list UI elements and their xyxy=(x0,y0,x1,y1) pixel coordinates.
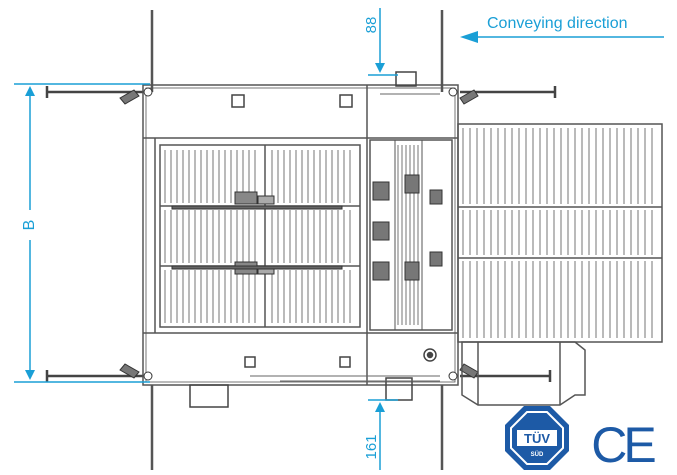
corner-clamps xyxy=(119,87,479,381)
dimension-b-label: B xyxy=(21,220,38,231)
discharge-conveyor xyxy=(457,123,663,343)
main-frame xyxy=(142,84,459,386)
rail-details xyxy=(250,87,440,382)
left-carriages xyxy=(171,191,343,275)
tuv-mark-text: TÜV xyxy=(524,431,550,446)
beam-fixtures xyxy=(189,71,437,408)
drive-motor xyxy=(461,341,586,406)
dimension-88-label: 88 xyxy=(363,17,380,34)
dimension-161 xyxy=(368,399,398,470)
tuv-sud-mark: TÜV SÜD xyxy=(505,406,569,470)
left-roller-section xyxy=(159,144,361,328)
tuv-mark-subtext: SÜD xyxy=(531,451,544,458)
conveying-direction-arrow xyxy=(460,31,664,43)
dimension-b xyxy=(14,83,150,383)
conveying-direction-label: Conveying direction xyxy=(487,15,628,32)
dimension-88 xyxy=(368,8,398,76)
dimension-161-label: 161 xyxy=(363,434,380,459)
middle-carriages xyxy=(372,174,443,281)
frame-posts xyxy=(150,10,444,470)
outrigger-arms xyxy=(45,86,557,382)
ce-mark: CE xyxy=(591,417,655,473)
